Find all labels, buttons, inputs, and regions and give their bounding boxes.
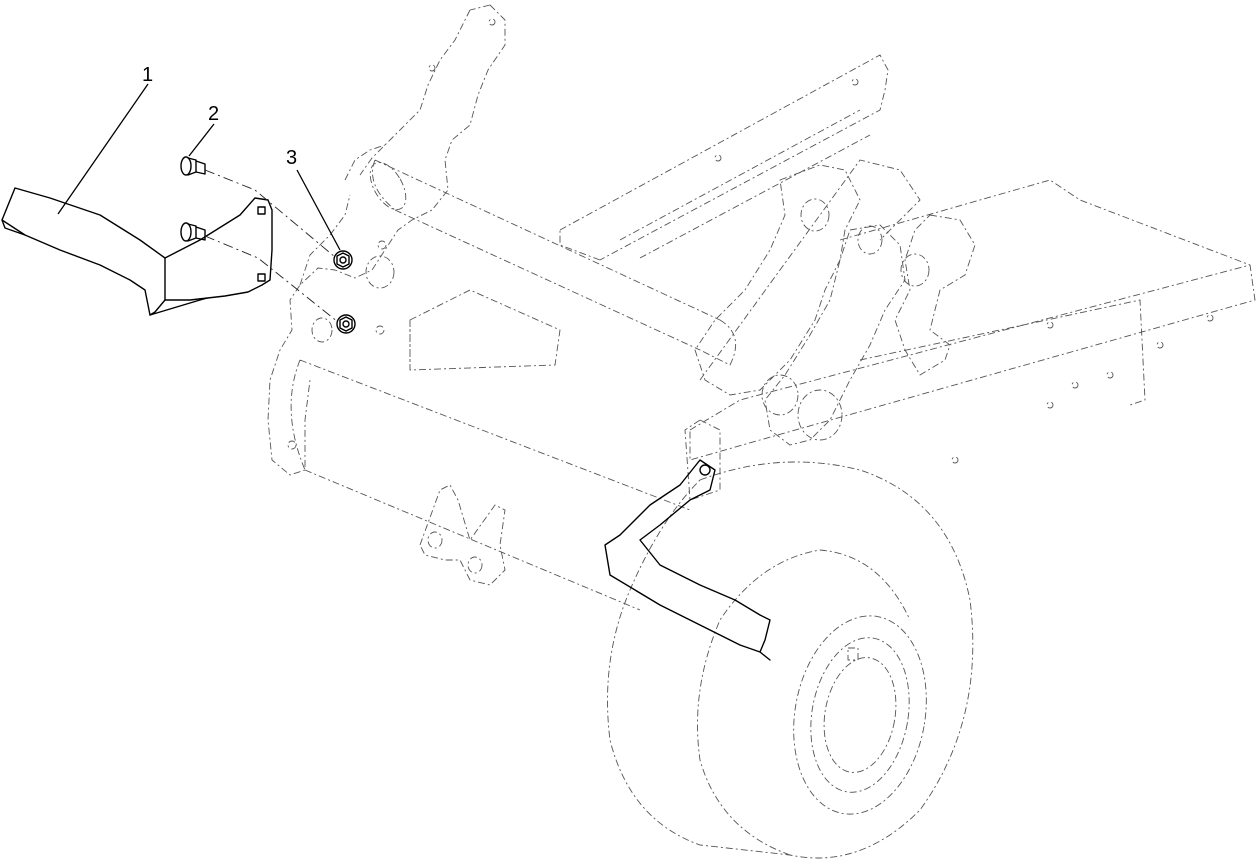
callout-3-leader [296,169,341,251]
frame-rail-upper [559,54,889,261]
wheel-hub [793,615,927,815]
assembly-centerlines [204,169,339,323]
carriage-bolt-upper [180,156,206,176]
upper-cross-tube [372,159,737,366]
callout-2-leader [188,123,215,157]
frame-rail-mid [689,264,1256,461]
lower-roller-tube [290,359,691,611]
installed-deflector [604,459,771,661]
mower-frame-phantom [267,4,1256,611]
installed-deflector-phantom [604,459,771,661]
tire-outline [607,461,974,859]
flange-nut-upper [333,250,353,270]
carriage-bolts [180,156,206,242]
callout-3: 3 [286,147,341,251]
deflector-mount-plate [164,197,273,301]
left-side-plate [267,4,506,476]
callout-1: 1 [57,64,153,215]
flange-nut-lower [336,314,356,334]
callout-2-number: 2 [208,103,219,125]
callout-1-leader [57,83,149,215]
pivot-arm-left [694,164,861,396]
callout-1-number: 1 [142,64,153,86]
carriage-bolt-lower [180,222,206,242]
pivot-arm-right [764,224,906,446]
caster-wheel-phantom [607,461,974,859]
lower-bracket [419,484,506,586]
callout-3-number: 3 [286,147,297,169]
deflector-part [1,187,273,316]
flange-nuts [333,250,356,334]
callout-2: 2 [188,103,219,157]
